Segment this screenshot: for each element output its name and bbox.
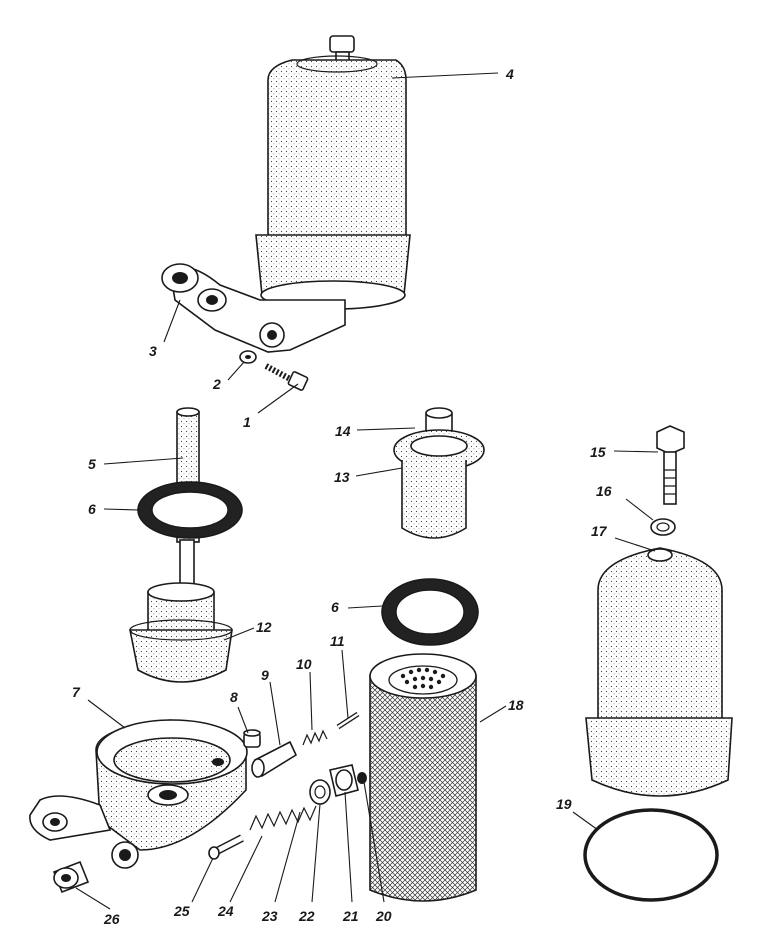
sealing-ring-part-19 [583, 808, 719, 902]
label-20: 20 [375, 908, 392, 924]
label-17: 17 [591, 523, 608, 539]
label-3: 3 [149, 343, 157, 359]
label-18: 18 [508, 697, 524, 713]
part-number-labels: 4 3 2 1 5 6 12 14 13 6 18 15 16 17 19 7 … [72, 66, 612, 927]
leader-lines [75, 72, 659, 910]
label-6-left: 6 [88, 501, 96, 517]
gasket-part-6-left [137, 481, 243, 539]
washer-part-20 [357, 772, 367, 784]
filter-element-part-18 [369, 653, 477, 902]
label-1: 1 [243, 414, 251, 430]
label-21: 21 [342, 908, 359, 924]
label-11: 11 [330, 633, 345, 649]
label-22: 22 [298, 908, 315, 924]
bolt-part-1 [264, 363, 309, 391]
washer-part-16 [650, 518, 676, 536]
bolt-part-15 [656, 425, 685, 505]
label-6-center: 6 [331, 599, 339, 615]
label-14: 14 [335, 423, 351, 439]
label-7: 7 [72, 684, 81, 700]
spring-part-23 [249, 805, 317, 831]
label-15: 15 [590, 444, 606, 460]
label-19: 19 [556, 796, 572, 812]
label-12: 12 [256, 619, 272, 635]
washer-part-2 [239, 350, 257, 364]
plug-part-8 [243, 729, 261, 748]
label-2: 2 [212, 376, 221, 392]
label-5: 5 [88, 456, 96, 472]
label-26: 26 [103, 911, 120, 927]
label-24: 24 [217, 903, 234, 919]
label-25: 25 [173, 903, 190, 919]
label-4: 4 [505, 66, 514, 82]
seat-part-22 [309, 779, 331, 805]
cup-part-12 [129, 582, 233, 683]
label-13: 13 [334, 469, 350, 485]
piston-part-9 [251, 740, 298, 778]
valve-part-13-14 [393, 407, 485, 539]
label-23: 23 [261, 908, 278, 924]
label-8: 8 [230, 689, 238, 705]
spring-part-10 [302, 729, 328, 746]
base-housing-part-7 [29, 719, 248, 869]
housing-part-17 [585, 547, 733, 797]
nut-part-21 [329, 764, 359, 797]
label-9: 9 [261, 667, 269, 683]
gasket-part-6-center [381, 578, 479, 646]
label-16: 16 [596, 483, 612, 499]
pin-part-11 [336, 711, 360, 730]
label-10: 10 [296, 656, 312, 672]
upper-filter-housing [161, 35, 411, 353]
plug-part-26 [52, 860, 90, 894]
plunger-part-24-25 [208, 834, 244, 860]
